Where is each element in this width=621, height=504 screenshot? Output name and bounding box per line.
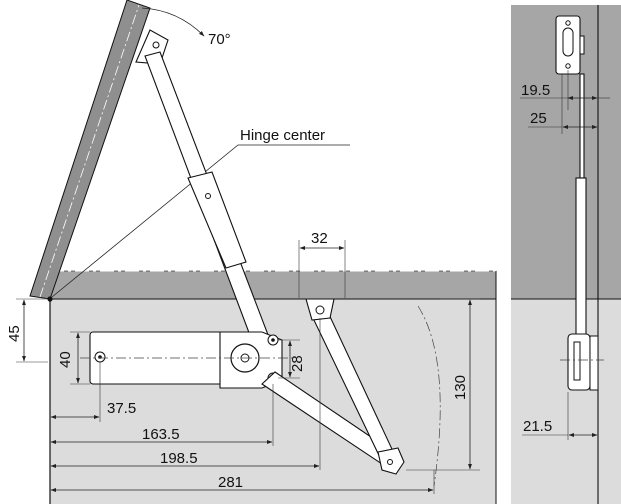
upper-arm-plate xyxy=(187,171,247,269)
angle-arc xyxy=(141,7,205,37)
swing-arc xyxy=(417,305,441,487)
svg-text:281: 281 xyxy=(218,474,243,491)
dim-281: 281 xyxy=(50,474,434,492)
svg-text:130: 130 xyxy=(452,375,469,400)
dim-130: 130 xyxy=(406,298,480,471)
dim-32: 32 xyxy=(298,230,346,298)
dim-37-5: 37.5 xyxy=(50,400,136,419)
dim-163-5: 163.5 xyxy=(50,426,273,444)
dim-45: 45 xyxy=(6,298,48,363)
side-rod-lower xyxy=(575,177,587,339)
angle-label: 70° xyxy=(208,31,231,48)
svg-text:32: 32 xyxy=(311,230,328,247)
side-panel-bottom xyxy=(511,299,621,504)
svg-text:45: 45 xyxy=(6,325,23,342)
side-view: 19.5 25 21.5 xyxy=(511,5,621,504)
svg-text:19.5: 19.5 xyxy=(521,82,550,99)
svg-text:37.5: 37.5 xyxy=(107,400,136,417)
front-view: 70° Hinge center xyxy=(6,0,497,504)
hinge-center-leader xyxy=(51,144,350,298)
hinge-center-point xyxy=(47,296,53,302)
dim-28: 28 xyxy=(278,339,306,379)
dim-21-5: 21.5 xyxy=(522,392,598,440)
cabinet-top-board xyxy=(49,270,497,300)
svg-text:21.5: 21.5 xyxy=(523,418,552,435)
svg-text:163.5: 163.5 xyxy=(142,426,180,443)
svg-text:28: 28 xyxy=(289,355,306,372)
dim-25: 25 xyxy=(528,110,598,129)
svg-text:25: 25 xyxy=(530,110,547,127)
dim-198-5: 198.5 xyxy=(50,450,320,468)
side-rod xyxy=(579,73,585,179)
svg-text:198.5: 198.5 xyxy=(160,450,198,467)
svg-text:40: 40 xyxy=(57,351,74,368)
dim-40: 40 xyxy=(57,331,90,385)
dim-19-5: 19.5 xyxy=(520,82,610,100)
hinge-center-label: Hinge center xyxy=(240,127,325,144)
lid xyxy=(29,0,151,300)
